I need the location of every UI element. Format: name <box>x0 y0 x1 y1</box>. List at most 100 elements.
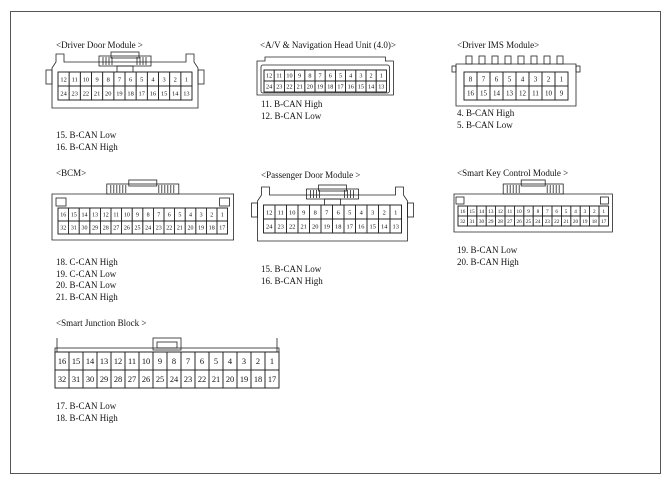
pin-number: 7 <box>482 76 486 84</box>
pin-number: 32 <box>460 219 466 225</box>
connector-pin-guide <box>517 55 525 65</box>
pin-number: 12 <box>266 73 272 80</box>
pin-number: 3 <box>371 209 374 216</box>
pin-number: 4 <box>360 209 364 216</box>
pin-number: 21 <box>177 226 183 232</box>
pin-number: 22 <box>554 219 560 225</box>
connector-housing <box>256 56 394 96</box>
pin-number: 30 <box>82 226 88 232</box>
pin-number: 16 <box>348 84 354 91</box>
pin-number: 22 <box>286 84 292 91</box>
pin-number: 17 <box>337 84 343 91</box>
module-title: <Smart Key Control Module > <box>457 168 569 178</box>
connector-pin-guide <box>478 55 486 65</box>
pin-number: 14 <box>381 223 388 230</box>
pin-number: 11 <box>276 73 282 80</box>
connector-housing <box>455 63 577 107</box>
connector-key <box>116 65 134 73</box>
pin-number: 15 <box>470 209 476 215</box>
pin-list: 17. B-CAN Low 18. B-CAN High <box>56 401 118 424</box>
pin-number: 2 <box>370 73 373 80</box>
pin-number: 16 <box>460 209 466 215</box>
pin-number: 31 <box>71 226 77 232</box>
pin-number: 14 <box>172 90 179 97</box>
pin-number: 1 <box>394 209 397 216</box>
pin-number: 13 <box>183 90 189 97</box>
connector-tab <box>455 196 465 205</box>
pin-number: 14 <box>493 90 501 98</box>
connector-pin-guide <box>465 55 473 65</box>
pin-number: 9 <box>302 209 305 216</box>
pin-number: 10 <box>286 73 292 80</box>
connector-key-inner <box>156 341 178 349</box>
connector-latch <box>128 179 158 187</box>
pin-number: 3 <box>162 76 165 83</box>
pin-number: 8 <box>147 213 150 219</box>
pin-number: 23 <box>278 223 284 230</box>
module-title: <Smart Junction Block > <box>56 318 147 328</box>
pin-number: 3 <box>359 73 362 80</box>
connector-housing <box>257 186 408 242</box>
pin-number: 23 <box>156 226 162 232</box>
pin-number: 6 <box>337 209 340 216</box>
pin-number: 11 <box>532 90 539 98</box>
pin-number: 25 <box>156 375 164 384</box>
pin-list: 15. B-CAN Low 16. B-CAN High <box>261 264 323 287</box>
connector-key <box>324 198 341 206</box>
pin-number: 14 <box>82 213 88 219</box>
pin-number: 20 <box>226 375 234 384</box>
pin-number: 14 <box>479 209 485 215</box>
pin-number: 4 <box>349 73 352 80</box>
connector-tab <box>575 65 581 73</box>
connector-key <box>152 337 182 351</box>
pin-number: 21 <box>301 223 307 230</box>
pin-number: 12 <box>60 76 66 83</box>
pin-number: 9 <box>298 73 301 80</box>
pin-number: 27 <box>128 375 136 384</box>
connector-pin-guide <box>491 55 499 65</box>
pin-number: 23 <box>184 375 192 384</box>
pin-list: 18. C-CAN High 19. C-CAN Low 20. B-CAN L… <box>56 257 118 303</box>
pin-number: 22 <box>83 90 89 97</box>
connector-tab <box>219 197 231 207</box>
pin-number: 2 <box>256 357 260 366</box>
connector-tab <box>197 69 205 85</box>
pin-number: 23 <box>72 90 78 97</box>
pin-number: 11 <box>278 209 284 216</box>
pin-number: 19 <box>324 223 330 230</box>
pin-number: 6 <box>555 209 558 215</box>
pin-number: 28 <box>103 226 109 232</box>
pin-number: 31 <box>72 375 80 384</box>
pin-item: 18. B-CAN High <box>56 412 118 423</box>
pin-number: 15 <box>370 223 376 230</box>
pin-item: 5. B-CAN Low <box>457 119 513 130</box>
pin-number: 10 <box>124 213 130 219</box>
pin-number: 6 <box>495 76 499 84</box>
pin-number: 21 <box>564 219 570 225</box>
pin-item: 15. B-CAN Low <box>56 130 117 140</box>
pin-number: 9 <box>560 90 564 98</box>
pin-number: 8 <box>172 357 176 366</box>
pin-number: 27 <box>507 219 513 225</box>
pin-item: 19. B-CAN Low <box>457 245 518 255</box>
pin-number: 20 <box>105 90 111 97</box>
pin-number: 18 <box>327 84 333 91</box>
connector-tab <box>407 202 414 218</box>
pin-number: 4 <box>228 357 233 366</box>
pin-number: 29 <box>488 219 494 225</box>
pin-number: 19 <box>116 90 122 97</box>
pin-number: 6 <box>200 357 204 366</box>
pin-item: 17. B-CAN Low <box>56 401 117 411</box>
pin-list: 11. B-CAN High 12. B-CAN Low <box>261 99 322 122</box>
pin-number: 20 <box>573 219 579 225</box>
pin-number: 10 <box>83 76 89 83</box>
connector-latch <box>106 183 180 195</box>
pin-item: 20. B-CAN High <box>457 256 519 267</box>
pin-number: 1 <box>560 76 564 84</box>
pin-number: 15 <box>480 90 488 98</box>
connector-housing <box>453 193 613 233</box>
pin-cell <box>598 215 609 227</box>
pin-cell <box>554 85 569 101</box>
